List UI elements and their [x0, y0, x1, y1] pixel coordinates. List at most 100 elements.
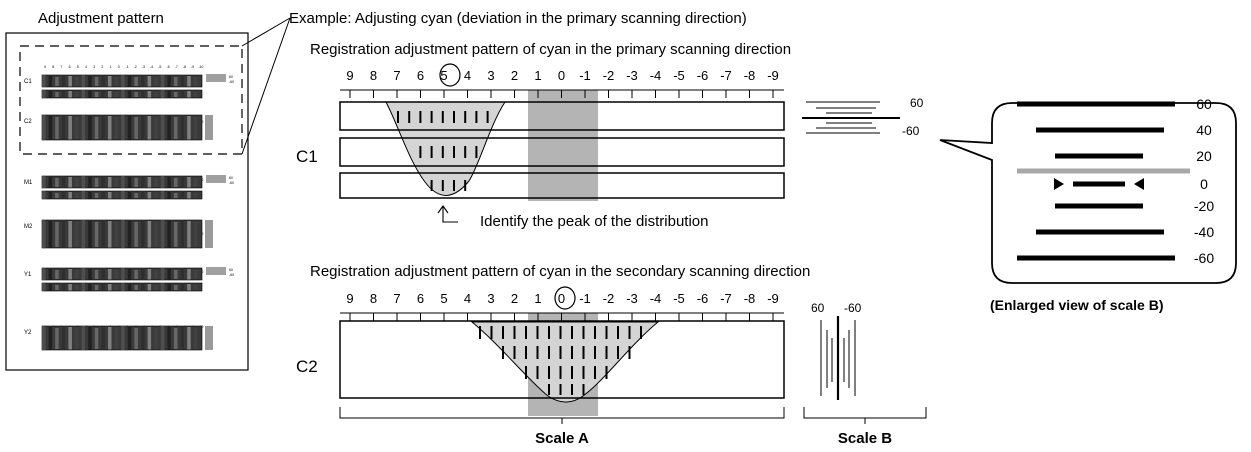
mini-scale-label: -8 [183, 65, 186, 69]
mini-pattern-stripe [147, 76, 152, 87]
secondary-scale-tick-label: -5 [673, 291, 685, 306]
mini-pattern-stripe [61, 220, 66, 248]
mini-pattern-stripe [48, 91, 53, 98]
primary-scale-tick-label: 7 [393, 68, 400, 83]
mini-pattern-stripe [167, 284, 171, 291]
enlarged-value: -20 [1194, 198, 1214, 214]
mini-pattern-stripe [160, 326, 165, 350]
mini-pattern-stripe [88, 269, 92, 280]
mini-pattern-stripe [94, 222, 99, 247]
mini-pattern-stripe [147, 284, 152, 291]
mini-pattern-stripe [193, 222, 198, 247]
mini-pattern-stripe [75, 117, 79, 139]
mini-pattern-stripe [108, 192, 112, 199]
mini-pattern-stripe [121, 220, 125, 248]
mini-pattern-stripe [141, 90, 145, 98]
scale-b-bracket [803, 407, 927, 424]
mini-row-label: C1 [24, 79, 32, 85]
mini-pattern-stripe [88, 76, 92, 87]
mini-pattern-stripe [81, 176, 86, 188]
mini-pattern-stripe [108, 221, 112, 248]
secondary-title: Registration adjustment pattern of cyan … [310, 263, 810, 280]
primary-scale-tick-label: 2 [511, 68, 518, 83]
mini-pattern-stripe [154, 178, 158, 187]
mini-scale-b-top: 60 [229, 176, 233, 180]
mini-scale-label: 0 [118, 65, 120, 69]
mini-pattern-stripe [101, 176, 105, 188]
mini-pattern-stripe [42, 176, 46, 188]
peak-note: Identify the peak of the distribution [480, 213, 708, 230]
secondary-scale-tick-label: 0 [558, 291, 565, 306]
mini-pattern-stripe [68, 116, 72, 140]
mini-pattern-stripe [127, 116, 132, 140]
mini-pattern-stripe [147, 221, 152, 248]
mini-pattern-stripe [61, 283, 66, 291]
mini-pattern-stripe [134, 328, 138, 349]
primary-scale-tick-label: 9 [346, 68, 353, 83]
mini-pattern-stripe [147, 91, 152, 98]
mini-pattern-stripe [167, 269, 171, 280]
mini-pattern-stripe [187, 192, 191, 199]
mini-scale-label: 9 [44, 65, 46, 69]
mini-scale-b-top: 60 [229, 268, 233, 272]
mini-pattern-stripe [154, 77, 158, 86]
mini-pattern-stripe [121, 90, 125, 98]
primary-dash-marks [397, 111, 489, 191]
mini-pattern-stripe [154, 285, 158, 290]
scale-a-bracket [339, 407, 785, 424]
mini-scale-label: 8 [52, 65, 54, 69]
mini-pattern-stripe [141, 191, 145, 199]
mini-pattern-stripe [193, 193, 198, 198]
mini-pattern-stripe [55, 117, 59, 139]
scale-b-label: Scale B [838, 430, 892, 447]
mini-pattern-stripe [154, 222, 158, 247]
mini-pattern-stripe [127, 284, 132, 291]
secondary-scale-b-right: -60 [844, 301, 862, 315]
primary-scale-tick-label: -4 [650, 68, 662, 83]
mini-scale-b-bottom: -60 [229, 181, 234, 185]
enlarged-value: 40 [1196, 122, 1212, 138]
right-arrow-icon [1054, 178, 1064, 190]
mini-pattern-stripe [108, 76, 112, 87]
mini-pattern-stripe [61, 268, 66, 280]
enlarged-bubble [939, 102, 1237, 284]
mini-pattern-stripe [193, 92, 198, 97]
mini-pattern-stripe [42, 326, 46, 350]
mini-pattern-stripe [147, 177, 152, 188]
mini-pattern-stripe [68, 221, 72, 248]
mini-pattern-stripe [81, 268, 86, 280]
mini-pattern-stripe [48, 116, 53, 140]
mini-pattern-stripe [180, 283, 185, 291]
primary-scale-b-lines [802, 101, 900, 134]
mini-scale-label: -10 [198, 65, 203, 69]
mini-pattern-stripe [94, 328, 99, 349]
mini-pattern-stripe [167, 192, 171, 199]
mini-pattern-stripe [114, 117, 119, 139]
callout-line-top [241, 17, 291, 47]
mini-pattern-stripe [108, 177, 112, 188]
mini-scale-label: 1 [110, 65, 112, 69]
mini-pattern-stripe [167, 116, 171, 140]
mini-pattern-stripe [55, 178, 59, 187]
mini-pattern-stripe [160, 176, 165, 188]
secondary-circled-value [554, 286, 576, 310]
mini-pattern-stripe [61, 115, 66, 140]
primary-scale-tick-label: 8 [370, 68, 377, 83]
mini-pattern-stripe [187, 221, 191, 248]
mini-pattern-stripe [134, 285, 138, 290]
label-c1: C1 [296, 147, 318, 166]
secondary-scale-tick-label: -3 [626, 291, 638, 306]
mini-scale-label: 5 [77, 65, 79, 69]
mini-pattern-stripe [48, 221, 53, 248]
mini-pattern-stripe [61, 191, 66, 199]
mini-pattern-stripe [75, 285, 79, 290]
mini-pattern-stripe [174, 178, 178, 187]
secondary-scale-b-left: 60 [811, 301, 825, 315]
mini-pattern-stripe [121, 268, 125, 280]
mini-pattern-stripe [187, 76, 191, 87]
mini-pattern-stripe [81, 191, 86, 199]
mini-pattern-stripe [48, 192, 53, 199]
mini-pattern-stripe [127, 76, 132, 87]
mini-pattern-stripe [174, 270, 178, 279]
primary-scale-b-bottom: -60 [902, 124, 920, 138]
